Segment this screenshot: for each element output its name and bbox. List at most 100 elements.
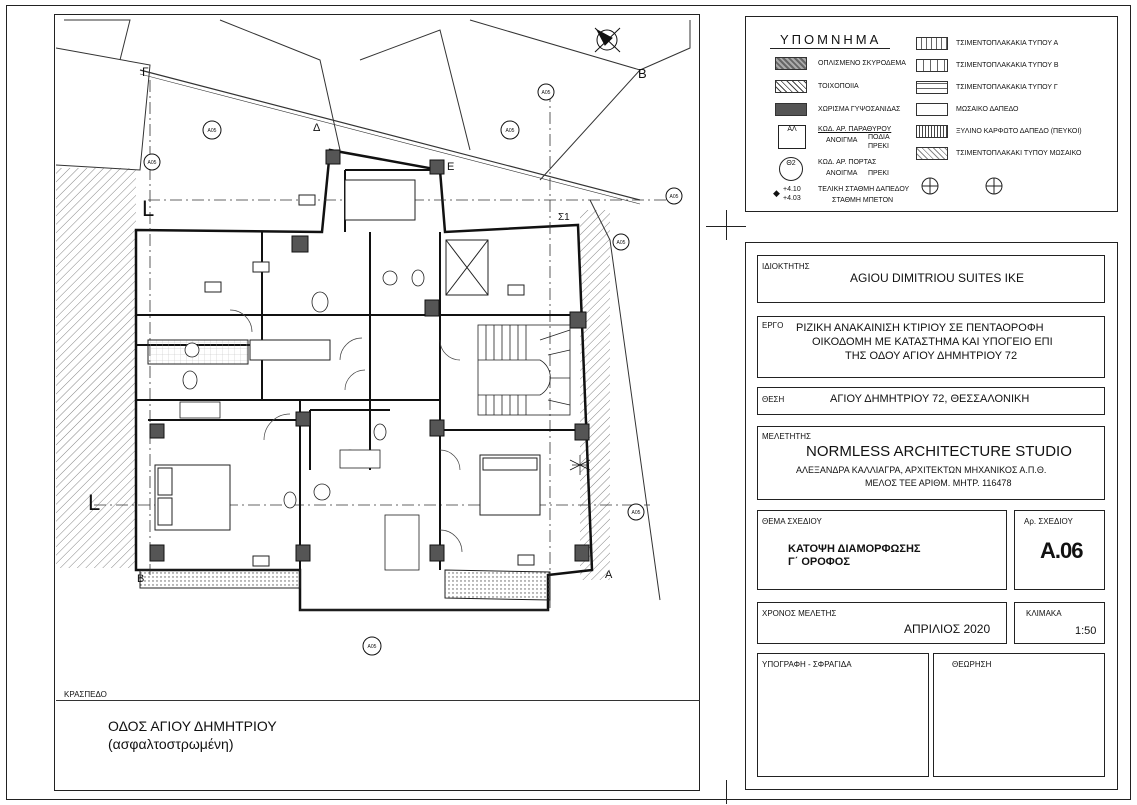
gypsum-swatch (775, 103, 807, 116)
sheet-border (6, 5, 1131, 800)
date-label: ΧΡΟΝΟΣ ΜΕΛΕΤΗΣ (762, 609, 837, 618)
legend-item-label: ΜΩΣΑΙΚΟ ΔΑΠΕΔΟ (956, 106, 1019, 113)
section-marker-s1: Σ1 (558, 212, 570, 223)
svg-text:A05: A05 (148, 160, 157, 166)
project-line-3: ΤΗΣ ΟΔΟΥ ΑΓΙΟΥ ΔΗΜΗΤΡΙΟΥ 72 (845, 350, 1018, 362)
subject-label: ΘΕΜΑ ΣΧΕΔΙΟΥ (762, 517, 822, 526)
scale-value: 1:50 (1075, 625, 1097, 637)
level-icon: ◆ (773, 188, 780, 198)
svg-text:A05: A05 (368, 644, 377, 650)
door-code-lintel: ΠΡΕΚΙ (868, 170, 890, 177)
street-surface: (ασφαλτοστρωμένη) (108, 736, 234, 752)
kitchen-counter (249, 339, 331, 361)
north-arrow-icon (594, 27, 621, 53)
level-label-2: ΣΤΑΘΜΗ ΜΠΕΤΟΝ (832, 197, 894, 204)
owner-label: ΙΔΙΟΚΤΗΤΗΣ (762, 262, 810, 271)
project-box (757, 316, 1105, 378)
curb-line (56, 700, 700, 701)
window-code-opening: ΑΝΟΙΓΜΑ (826, 137, 858, 144)
section-callouts: A05 A05 A05 A05 A05 A05 A05 A05 (143, 83, 683, 656)
curb-label: ΚΡΑΣΠΕΔΟ (64, 690, 107, 699)
date-value: ΑΠΡΙΛΙΟΣ 2020 (904, 622, 991, 636)
window-code-lintel: ΠΡΕΚΙ (868, 143, 890, 150)
legend-item-label: ΧΩΡΙΣΜΑ ΓΥΨΟΣΑΝΙΔΑΣ (818, 106, 901, 113)
tile-b-swatch (916, 59, 948, 72)
legend-item-label: ΟΠΛΙΣΜΕΝΟ ΣΚΥΡΟΔΕΜΑ (818, 60, 906, 67)
room-tags (204, 194, 535, 567)
section-marker-a: A (605, 569, 613, 581)
balcony (444, 569, 551, 601)
legend-panel (745, 16, 1118, 212)
owner-value: AGIOU DIMITRIOU SUITES IKE (850, 271, 1025, 285)
section-marker-l: L (88, 490, 100, 515)
floor-plan: Γ Δ Ε B Σ1 B A L L A05 A05 A05 A05 A05 A… (55, 19, 691, 656)
section-marker-gamma: Γ (142, 65, 149, 79)
level-label-1: ΤΕΛΙΚΗ ΣΤΑΘΜΗ ΔΑΠΕΔΟΥ (818, 186, 910, 193)
owner-box (757, 255, 1105, 303)
neighbor-outline (219, 19, 341, 151)
mosaic-tile-swatch (916, 147, 948, 160)
svg-text:A05: A05 (617, 240, 626, 246)
designer-line-3: ΜΕΛΟΣ ΤΕΕ ΑΡΙΘΜ. ΜΗΤΡ. 116478 (865, 478, 1012, 488)
location-label: ΘΕΣΗ (762, 395, 785, 404)
sheet-number-label: Αρ. ΣΧΕΔΙΟΥ (1024, 517, 1073, 526)
legend-item-label: ΤΣΙΜΕΝΤΟΠΛΑΚΑΚΙΑ ΤΥΠΟΥ Α (956, 40, 1059, 47)
door-code-opening: ΑΝΟΙΓΜΑ (826, 170, 858, 177)
site-line (139, 73, 641, 205)
mosaic-swatch (916, 103, 948, 116)
sheet-number-value: A.06 (1040, 538, 1083, 563)
tile-a-swatch (916, 37, 948, 50)
concrete-swatch (775, 57, 807, 70)
svg-text:A05: A05 (670, 194, 679, 200)
street-name: ΟΔΟΣ ΑΓΙΟΥ ΔΗΜΗΤΡΙΟΥ (108, 718, 277, 734)
section-marker-b2: B (137, 573, 144, 585)
section-marker-b: B (638, 66, 647, 81)
masonry-swatch (775, 80, 807, 93)
svg-text:A05: A05 (632, 510, 641, 516)
neighbor-outline (55, 47, 151, 171)
project-line-2: ΟΙΚΟΔΟΜΗ ΜΕ ΚΑΤΑΣΤΗΜΑ ΚΑΙ ΥΠΟΓΕΙΟ ΕΠΙ (812, 336, 1053, 348)
legend-title-underline (770, 48, 890, 49)
title-block (745, 242, 1118, 790)
signature-box (757, 653, 929, 777)
subject-box (757, 510, 1007, 590)
subject-line-1: ΚΑΤΟΨΗ ΔΙΑΜΟΡΦΩΣΗΣ (788, 543, 921, 555)
designer-label: ΜΕΛΕΤΗΤΗΣ (762, 432, 811, 441)
bed (154, 179, 541, 531)
project-line-1: ΡΙΖΙΚΗ ΑΝΑΚΑΙΝΙΣΗ ΚΤΙΡΙΟΥ ΣΕ ΠΕΝΤΑΟΡΟΦΗ (796, 322, 1044, 334)
tile-c-swatch (916, 81, 948, 94)
door-code-tag: Θ2 (786, 160, 796, 167)
legend-item-label: ΞΥΛΙΝΟ ΚΑΡΦΩΤΟ ΔΑΠΕΔΟ (ΠΕΥΚΟΙ) (956, 128, 1082, 135)
legend-title: ΥΠΟΜΝΗΜΑ (780, 32, 882, 47)
neighbor-outline (64, 19, 131, 61)
review-label: ΘΕΩΡΗΣΗ (952, 660, 992, 669)
sheet-number-box (1014, 510, 1105, 590)
scale-box (1014, 602, 1105, 644)
signature-label: ΥΠΟΓΡΑΦΗ - ΣΦΡΑΓΙΔΑ (762, 660, 852, 669)
staircase (477, 324, 571, 416)
legend-item-label: ΤΣΙΜΕΝΤΟΠΛΑΚΑΚΙΑ ΤΥΠΟΥ Γ (956, 84, 1058, 91)
crosshair (726, 210, 727, 240)
legend-item-label: ΤΟΙΧΟΠΟΙΙΑ (818, 83, 859, 90)
wall-hatch (56, 168, 136, 568)
window-code-sill: ΠΟΔΙΑ (868, 134, 890, 141)
legend-item-label: ΤΣΙΜΕΝΤΟΠΛΑΚΑΚΙ ΤΥΠΟΥ ΜΩΣΑΙΚΟ (956, 150, 1082, 157)
structural-columns (149, 149, 590, 562)
designer-line-2: ΑΛΕΞΑΝΔΡΑ ΚΑΛΛΙΑΓΡΑ, ΑΡΧΙΤΕΚΤΩΝ ΜΗΧΑΝΙΚΟ… (796, 465, 1047, 475)
section-marker-delta: Δ (313, 122, 321, 134)
scale-label: ΚΛΙΜΑΚΑ (1026, 609, 1062, 618)
door-swings (229, 309, 463, 553)
level-value-1: +4.10 (783, 186, 801, 193)
balcony (139, 569, 301, 589)
window-code-label: ΚΩΔ. ΑΡ. ΠΑΡΑΘΥΡΟΥ (818, 126, 892, 133)
svg-text:A05: A05 (542, 90, 551, 96)
site-line (139, 69, 641, 201)
neighbor-outline (469, 19, 641, 181)
location-box (757, 387, 1105, 415)
svg-text:A05: A05 (208, 128, 217, 134)
project-label: ΕΡΓΟ (762, 321, 784, 330)
door-code-symbol: Θ2 (779, 157, 803, 181)
review-box (933, 653, 1105, 777)
section-marker-e: Ε (447, 161, 454, 173)
crosshair (726, 780, 727, 804)
